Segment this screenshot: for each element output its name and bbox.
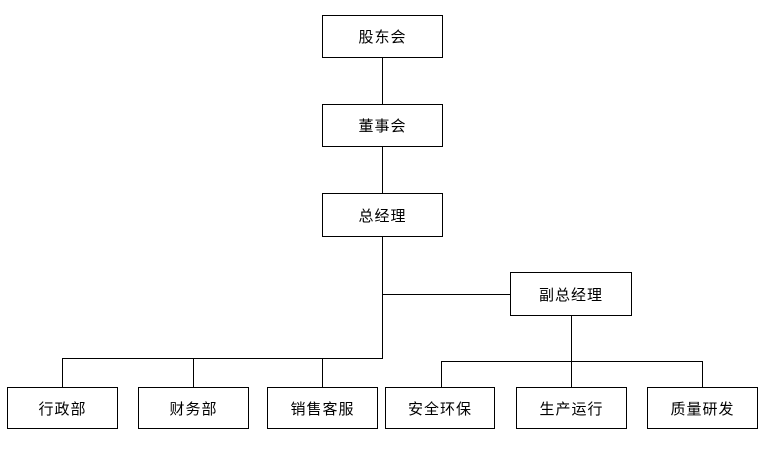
connector-drop-admin [62,358,63,387]
node-board: 董事会 [322,104,443,147]
connector-board-gm [382,147,383,193]
connector-drop-finance [193,358,194,387]
node-finance-dept: 财务部 [138,387,249,429]
connector-left-bus [62,358,383,359]
connector-drop-safety [441,361,442,387]
connector-gm-trunk [382,237,383,359]
connector-right-bus [441,361,703,362]
node-admin-dept: 行政部 [7,387,118,429]
connector-dgm-trunk [571,316,572,387]
node-general-manager: 总经理 [322,193,443,237]
node-production-ops: 生产运行 [516,387,627,429]
node-shareholders: 股东会 [322,15,443,58]
connector-drop-sales [322,358,323,387]
node-deputy-general-manager: 副总经理 [510,272,632,316]
node-safety-environment: 安全环保 [385,387,495,429]
node-sales-service: 销售客服 [267,387,378,429]
connector-gm-dgm [382,294,510,295]
connector-drop-quality [702,361,703,387]
node-quality-rd: 质量研发 [647,387,758,429]
connector-shareholders-board [382,58,383,104]
